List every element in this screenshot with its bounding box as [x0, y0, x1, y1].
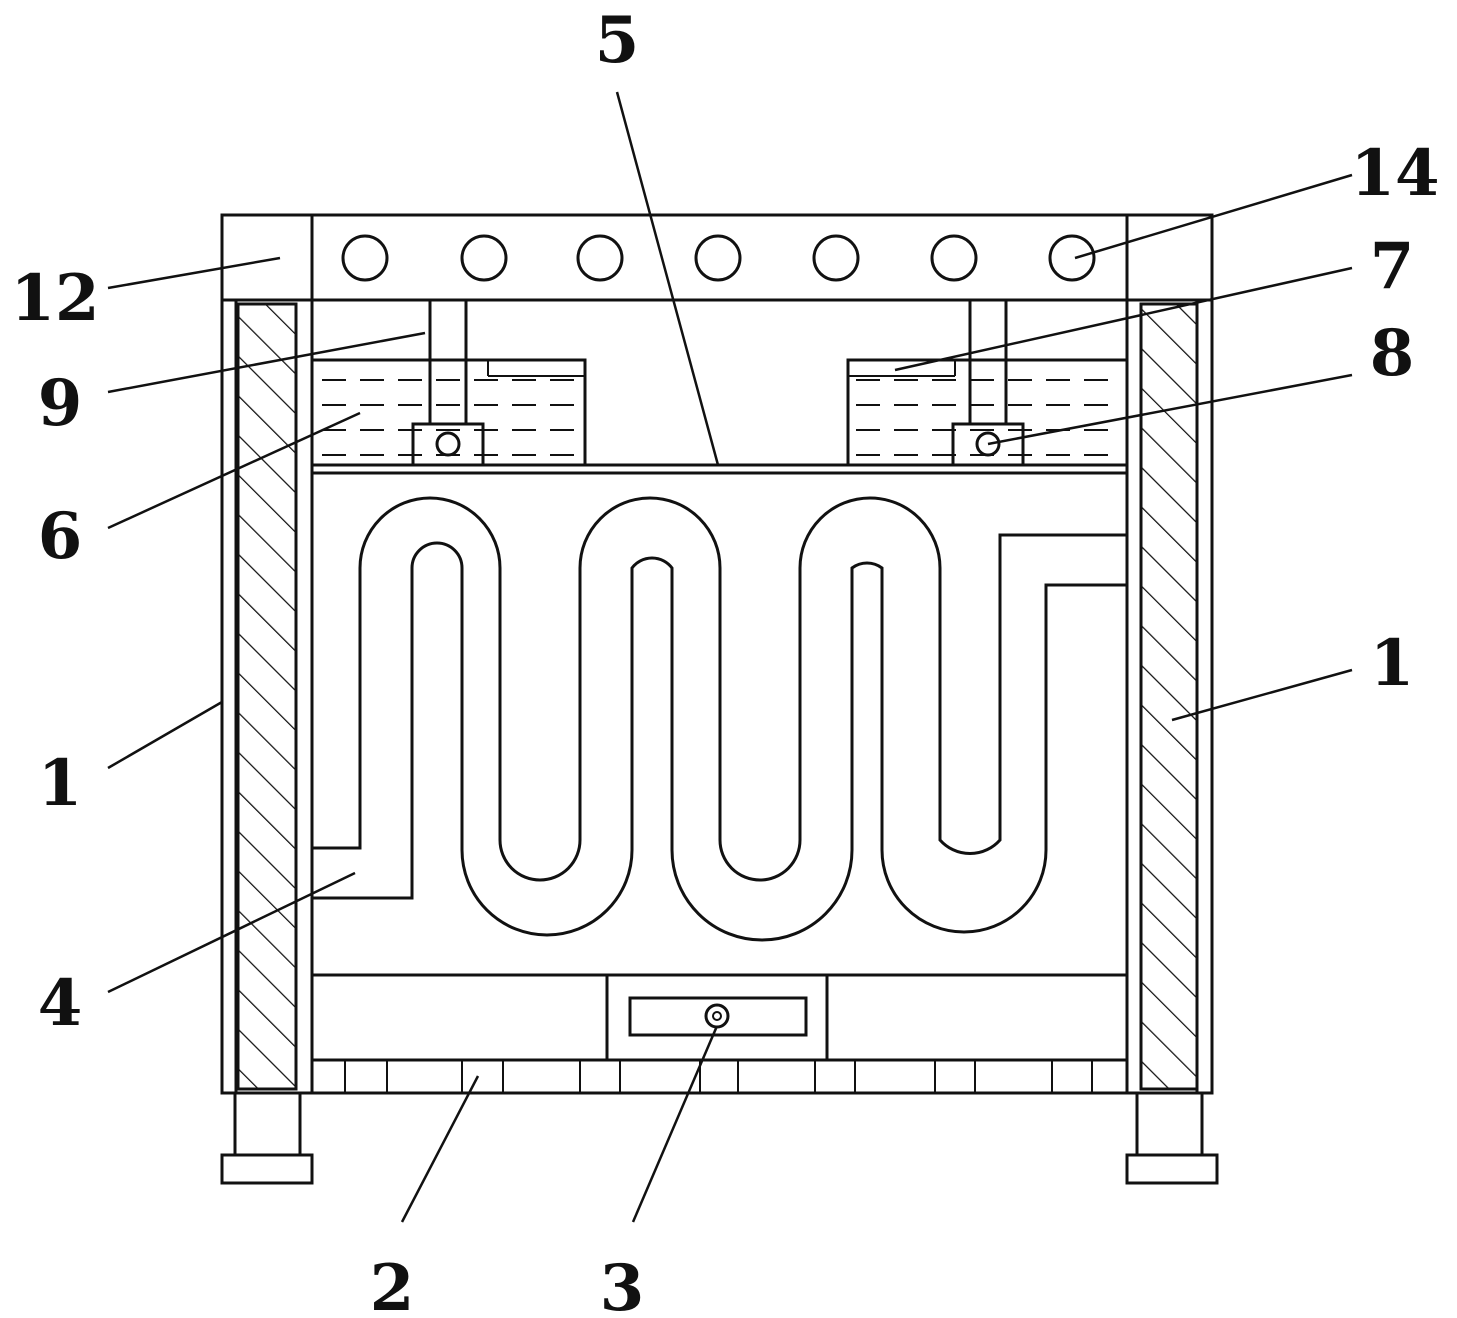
left-side-wall	[220, 298, 314, 1095]
control-knob	[704, 1003, 730, 1029]
right-water-tank	[846, 358, 1129, 467]
callout-labels: 12 9 6 1 4 5 14 7 8 1 2 3	[10, 3, 1439, 1318]
leader-lines	[107, 91, 1353, 1223]
right-motor-block	[951, 422, 1025, 467]
vent-hole	[576, 234, 624, 282]
leader-6	[107, 411, 361, 530]
label-5: 5	[595, 3, 640, 78]
leader-12	[107, 256, 281, 290]
vent-hole	[930, 234, 978, 282]
leader-9	[107, 331, 426, 394]
label-7: 7	[1370, 229, 1415, 304]
vent-hole	[460, 234, 508, 282]
leader-2	[400, 1075, 480, 1223]
leader-1-right	[1171, 668, 1353, 722]
leader-3	[631, 1025, 719, 1223]
left-rod-assembly	[411, 298, 485, 467]
label-2: 2	[370, 1251, 415, 1318]
right-side-wall	[1125, 298, 1214, 1095]
label-1-right: 1	[1370, 626, 1415, 701]
label-4: 4	[38, 966, 83, 1041]
left-motor-block	[411, 422, 485, 467]
partition-plate	[310, 463, 1129, 475]
leader-5	[615, 91, 720, 466]
left-foot	[220, 1091, 314, 1185]
vent-hole	[341, 234, 389, 282]
leader-8	[987, 373, 1353, 446]
leader-7	[894, 266, 1353, 372]
label-1-left: 1	[38, 746, 83, 821]
top-panel	[222, 215, 1212, 302]
label-9: 9	[38, 366, 83, 441]
vent-hole	[1048, 234, 1096, 282]
vent-hole	[812, 234, 860, 282]
bottom-grille	[312, 1058, 1127, 1093]
vent-holes	[341, 234, 1096, 282]
label-6: 6	[38, 499, 83, 574]
leader-4	[107, 871, 356, 994]
label-14: 14	[1350, 136, 1439, 211]
label-8: 8	[1370, 316, 1415, 391]
vent-hole	[694, 234, 742, 282]
serpentine-pipe	[312, 496, 1127, 942]
right-rod-assembly	[951, 298, 1025, 467]
label-3: 3	[600, 1251, 645, 1318]
label-12: 12	[10, 261, 99, 336]
outer-frame	[220, 213, 1214, 1095]
right-foot	[1125, 1091, 1219, 1185]
leader-14	[1074, 173, 1353, 260]
left-water-tank	[310, 358, 587, 467]
control-box	[605, 973, 829, 1062]
leader-1-left	[107, 700, 223, 770]
